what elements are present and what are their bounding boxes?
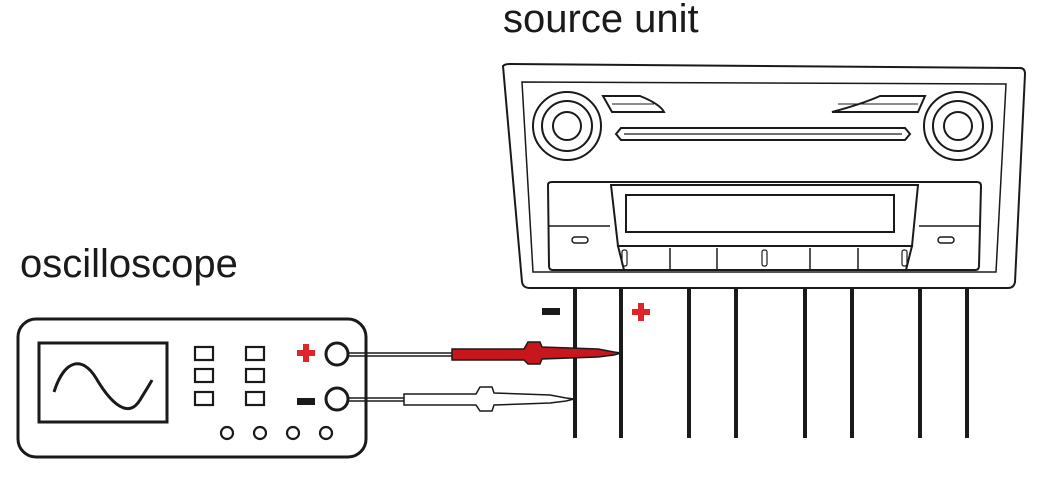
right-side-slot	[937, 236, 955, 244]
negative-terminal	[324, 386, 350, 412]
minus-icon	[542, 308, 560, 315]
cd-slot	[614, 127, 912, 141]
knob-3	[285, 425, 301, 441]
right-knob-icon	[923, 91, 993, 161]
button-4	[244, 345, 266, 362]
button-3	[193, 390, 215, 407]
lower-panel	[546, 181, 983, 271]
left-side-slot	[571, 236, 589, 244]
oscilloscope	[16, 317, 368, 459]
knob-1	[219, 425, 235, 441]
control-buttons	[193, 345, 266, 407]
sine-wave-icon	[52, 362, 154, 411]
knob-4	[318, 425, 334, 441]
left-eject-button	[601, 95, 666, 113]
output-wires	[573, 288, 969, 438]
source-unit	[501, 62, 1027, 289]
source-unit-inner-bezel	[521, 81, 1007, 273]
source-unit-label: source unit	[503, 0, 699, 41]
button-6	[244, 390, 266, 407]
oscilloscope-screen	[37, 341, 169, 424]
oscilloscope-plus-icon	[297, 344, 315, 362]
oscilloscope-minus-icon	[297, 398, 315, 405]
control-knobs	[219, 425, 334, 441]
negative-probe	[348, 386, 575, 412]
button-5	[244, 367, 266, 384]
positive-probe	[348, 341, 622, 365]
button-1	[193, 345, 215, 362]
right-eject-button	[831, 95, 927, 113]
positive-terminal	[324, 341, 350, 367]
oscilloscope-body	[16, 317, 368, 459]
oscilloscope-label: oscilloscope	[20, 242, 238, 286]
source-unit-outer-bezel	[501, 62, 1027, 289]
display-screen	[625, 194, 895, 233]
left-knob-icon	[532, 91, 602, 161]
knob-2	[252, 425, 268, 441]
plus-icon	[632, 303, 650, 321]
button-2	[193, 367, 215, 384]
